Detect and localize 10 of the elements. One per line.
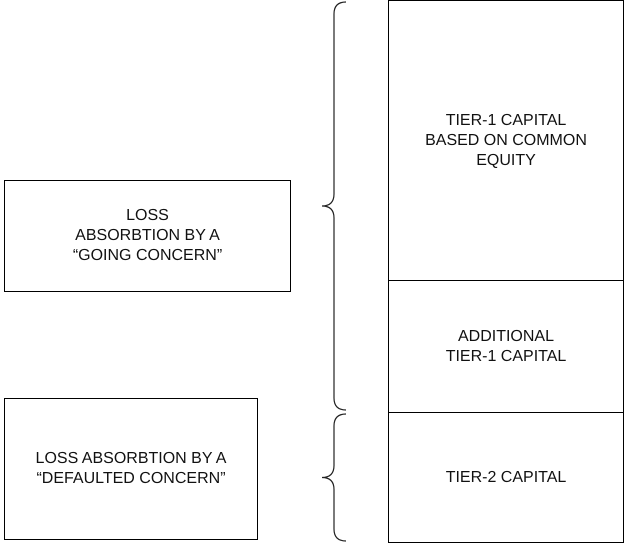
box-label: LOSS ABSORBTION BY A “DEFAULTED CONCERN” [34,449,228,489]
box-label: TIER-1 CAPITAL BASED ON COMMON EQUITY [424,110,588,170]
text-box [388,280,624,413]
text-box [4,180,291,292]
text-box [388,0,624,281]
text-box [388,412,624,543]
box-label: LOSS ABSORBTION BY A “GOING CONCERN” [72,206,222,266]
box-label: TIER-2 CAPITAL [446,468,566,488]
text-box [4,398,258,540]
box-label: ADDITIONAL TIER-1 CAPITAL [444,326,568,366]
